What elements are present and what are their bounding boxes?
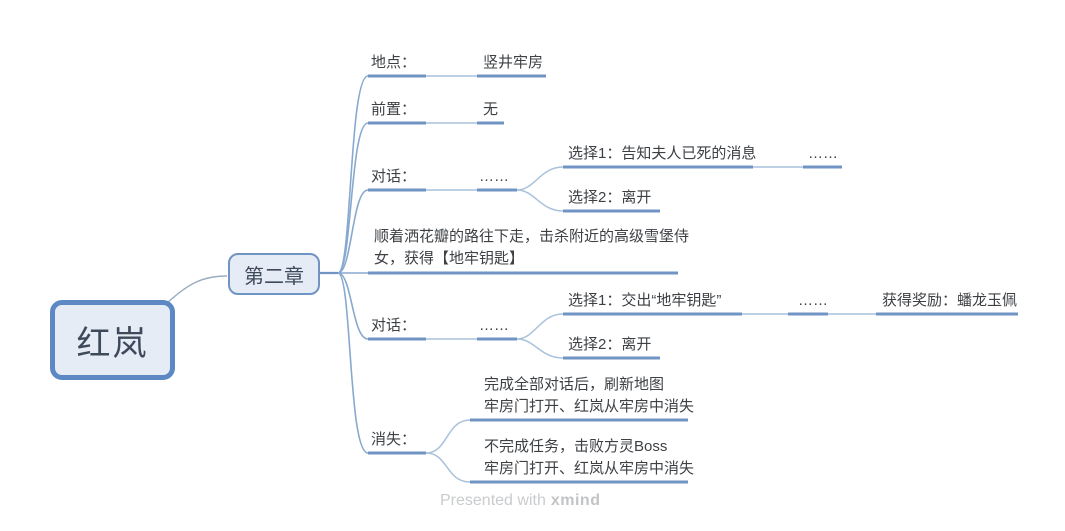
dialog2-choice1[interactable]: 选择1：交出“地牢钥匙” — [568, 292, 722, 309]
prerequisite-label[interactable]: 前置： — [371, 101, 417, 118]
disappear-outcome1-line1: 完成全部对话后，刷新地图 — [484, 376, 665, 393]
dialog1-choice1[interactable]: 选择1：告知夫人已死的消息 — [568, 145, 757, 162]
root-topic-label: 红岚 — [76, 324, 149, 363]
dialog2-ellipsis[interactable]: …… — [479, 317, 509, 334]
chapter-fan — [337, 75, 369, 454]
xmind-logo-text: xmind — [550, 492, 601, 509]
chapter-topic[interactable]: 第二章 — [228, 253, 320, 295]
root-topic[interactable]: 红岚 — [50, 300, 175, 380]
disappear-outcome2-line1: 不完成任务，击败方灵Boss — [484, 438, 668, 455]
dialog2-choice2[interactable]: 选择2：离开 — [568, 336, 652, 353]
chapter-topic-label: 第二章 — [244, 265, 304, 288]
location-value[interactable]: 竖井牢房 — [483, 54, 544, 71]
location-label[interactable]: 地点： — [371, 54, 417, 71]
disappear-label[interactable]: 消失： — [371, 431, 417, 448]
disappear-outcome2-line2: 牢房门打开、红岚从牢房中消失 — [484, 460, 695, 477]
root-chapter-connector — [166, 275, 228, 304]
disappear-outcome2[interactable]: 不完成任务，击败方灵Boss 牢房门打开、红岚从牢房中消失 — [484, 436, 694, 480]
dialog1-choice1-ellipsis[interactable]: …… — [808, 145, 838, 162]
disappear-outcome1-line2: 牢房门打开、红岚从牢房中消失 — [484, 398, 695, 415]
disappear-outcome1[interactable]: 完成全部对话后，刷新地图 牢房门打开、红岚从牢房中消失 — [484, 374, 694, 418]
dialog2-label[interactable]: 对话： — [371, 317, 417, 334]
dialog2-choice1-ellipsis[interactable]: …… — [798, 292, 828, 309]
prerequisite-value[interactable]: 无 — [483, 101, 499, 118]
dialog1-label[interactable]: 对话： — [371, 168, 417, 185]
watermark-prefix: Presented with — [440, 492, 546, 509]
dialog1-ellipsis[interactable]: …… — [479, 168, 509, 185]
task-note-line1: 顺着洒花瓣的路往下走，击杀附近的高级雪堡侍 — [374, 228, 690, 245]
dialog1-choice2[interactable]: 选择2：离开 — [568, 189, 652, 206]
task-note-line2: 女，获得【地牢钥匙】 — [374, 250, 525, 267]
task-note[interactable]: 顺着洒花瓣的路往下走，击杀附近的高级雪堡侍 女，获得【地牢钥匙】 — [374, 226, 689, 270]
dialog2-choice1-reward[interactable]: 获得奖励：蟠龙玉佩 — [882, 292, 1018, 309]
